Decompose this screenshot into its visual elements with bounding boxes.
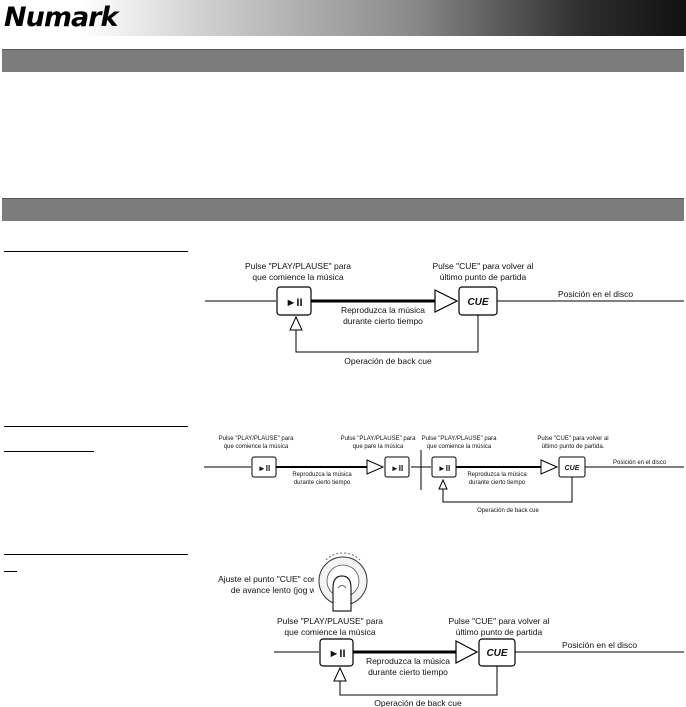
d3-cue-caption-line1: Pulse "CUE" para volver al [449, 616, 550, 626]
d2-track-label2-line2: durante cierto tiempo [469, 480, 526, 486]
d2-play-caption2-line2: que comience la música [427, 444, 492, 450]
d2-cue-caption-line1: Pulse "CUE" para volver al [537, 436, 608, 442]
d1-play-caption-line2: que comience la música [252, 272, 343, 282]
diagram-1: Pulse "PLAY/PLAUSE" para que comience la… [205, 261, 684, 366]
d1-cue-caption-line2: último punto de partida [440, 272, 527, 282]
d2-arrow-icon-1 [367, 460, 383, 474]
d1-play-pause-icon: ►II [286, 297, 303, 309]
diagram-2: Pulse "PLAY/PLAUSE" para que comience la… [204, 436, 684, 514]
d2-play-caption2-line1: Pulse "PLAY/PLAUSE" para [422, 436, 498, 442]
d2-cue-label: CUE [565, 465, 580, 472]
d3-cue-caption-line2: último punto de partida [456, 627, 543, 637]
d1-back-cue-arrow-icon [290, 317, 302, 330]
d1-position-label: Posición en el disco [558, 289, 633, 299]
diagram-3: Ajuste el punto "CUE" con la rueda de av… [218, 548, 684, 707]
d2-arrow-icon-2 [541, 460, 557, 474]
d1-cue-caption-line1: Pulse "CUE" para volver al [433, 261, 534, 271]
d2-cue-caption-line2: último punto de partida. [542, 444, 605, 450]
d3-play-pause-icon: ►II [329, 648, 346, 660]
d1-back-cue-label: Operación de back cue [344, 356, 432, 366]
d2-position-label: Posición en el disco [613, 460, 667, 466]
d1-play-caption-line1: Pulse "PLAY/PLAUSE" para [245, 261, 351, 271]
d3-arrow-icon [456, 641, 477, 663]
d2-track-label-line1: Reproduzca la música [292, 472, 352, 478]
d2-pause-caption-line1: Pulse "PLAY/PLAUSE" para [341, 436, 417, 442]
d2-back-cue-arrow-icon [439, 480, 447, 489]
d2-play-icon-2: ►II [438, 464, 450, 473]
d1-cue-label: CUE [467, 297, 488, 308]
d1-track-label-line1: Reproduzca la música [341, 305, 425, 315]
d2-pause-icon: ►II [391, 464, 403, 473]
d2-play-icon-1: ►II [258, 464, 270, 473]
d3-back-cue-label: Operación de back cue [374, 698, 462, 707]
jog-wheel-hand-icon [314, 548, 376, 612]
d3-position-label: Posición en el disco [562, 640, 637, 650]
d2-play-caption-line2: que comience la música [224, 444, 289, 450]
d3-back-cue-arrow-icon [334, 668, 346, 681]
d3-track-label-line2: durante cierto tiempo [368, 667, 448, 677]
d3-play-caption-line1: Pulse "PLAY/PLAUSE" para [277, 616, 383, 626]
d3-play-caption-line2: que comience la música [284, 627, 375, 637]
d1-arrow-icon [435, 290, 457, 312]
d2-play-caption-line1: Pulse "PLAY/PLAUSE" para [219, 436, 295, 442]
d1-track-label-line2: durante cierto tiempo [343, 316, 423, 326]
d2-track-label-line2: durante cierto tiempo [294, 480, 351, 486]
d3-track-label-line1: Reproduzca la música [366, 656, 450, 666]
d2-track-label2-line1: Reproduzca la música [467, 472, 527, 478]
d2-back-cue-label: Operación de back cue [477, 508, 539, 514]
d2-pause-caption-line2: que pare la música [353, 444, 404, 450]
d3-cue-label: CUE [486, 648, 507, 659]
